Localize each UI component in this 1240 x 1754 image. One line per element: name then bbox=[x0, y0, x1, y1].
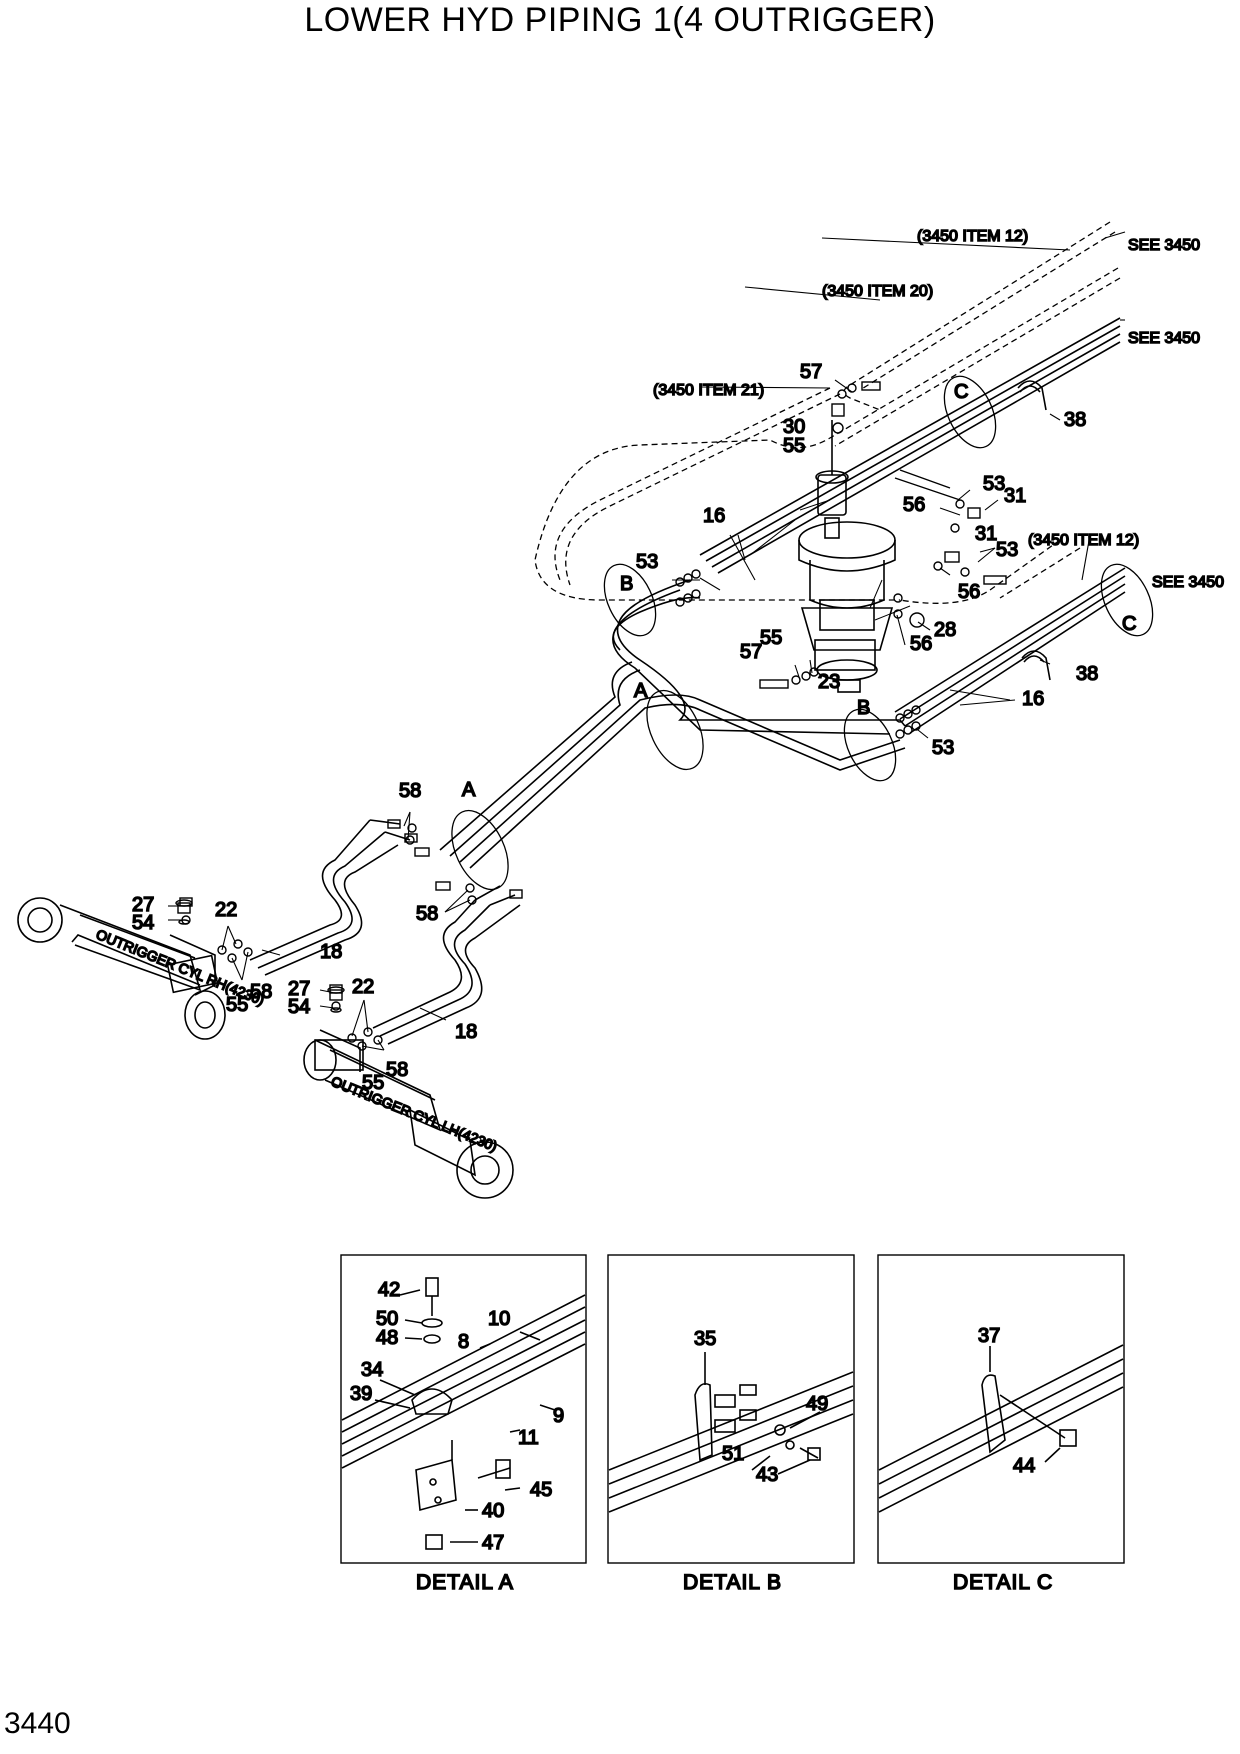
callout-16-b: 16 bbox=[1022, 688, 1044, 710]
callout-58-d: 58 bbox=[386, 1059, 408, 1081]
detail-b-label-35: 35 bbox=[694, 1328, 716, 1350]
detail-a-label-47: 47 bbox=[482, 1532, 504, 1554]
callout-18-b: 18 bbox=[455, 1021, 477, 1043]
callout-56-c: 56 bbox=[910, 633, 932, 655]
detail-c-panel: 37 44 DETAIL C bbox=[877, 1254, 1125, 1595]
marker-a-mid: A bbox=[634, 680, 648, 702]
detail-a-label-8: 8 bbox=[458, 1331, 469, 1353]
callout-53: 53 bbox=[983, 473, 1005, 495]
callout-58: 58 bbox=[399, 780, 421, 802]
detail-a-label-42: 42 bbox=[378, 1279, 400, 1301]
detail-b-caption: DETAIL B bbox=[683, 1571, 782, 1594]
callout-38-b: 38 bbox=[1076, 663, 1098, 685]
callout-22: 22 bbox=[215, 899, 237, 921]
callout-55-d: 55 bbox=[362, 1072, 384, 1094]
detail-b-label-49: 49 bbox=[806, 1393, 828, 1415]
callout-30: 30 bbox=[783, 416, 805, 438]
detail-b-label-43: 43 bbox=[756, 1464, 778, 1486]
detail-b-label-51: 51 bbox=[722, 1443, 744, 1465]
ref-item12-right: (3450 ITEM 12) bbox=[1028, 532, 1139, 549]
page-title: LOWER HYD PIPING 1(4 OUTRIGGER) bbox=[304, 1, 936, 39]
outrigger-cylinder-lh: OUTRIGGER CYL LH(4230) bbox=[303, 1029, 514, 1199]
callout-31: 31 bbox=[1004, 485, 1026, 507]
callout-53-c: 53 bbox=[636, 551, 658, 573]
ref-item12-top: (3450 ITEM 12) bbox=[917, 228, 1028, 245]
callout-55: 55 bbox=[783, 435, 805, 457]
ref-item21: (3450 ITEM 21) bbox=[653, 382, 764, 399]
callout-23: 23 bbox=[818, 671, 840, 693]
callout-56-b: 56 bbox=[958, 581, 980, 603]
callout-16: 16 bbox=[703, 505, 725, 527]
detail-a-label-9: 9 bbox=[553, 1405, 564, 1427]
detail-a-panel: 42 50 48 10 8 34 39 9 11 45 40 47 DETAIL… bbox=[340, 1254, 587, 1595]
callout-58-b: 58 bbox=[416, 903, 438, 925]
detail-b-panel: 35 49 51 43 DETAIL B bbox=[607, 1254, 855, 1595]
callout-55-b: 55 bbox=[760, 627, 782, 649]
callout-22-b: 22 bbox=[352, 976, 374, 998]
detail-a-label-39: 39 bbox=[350, 1383, 372, 1405]
ref-see-1: SEE 3450 bbox=[1128, 237, 1200, 254]
cylinder-caps bbox=[175, 899, 345, 1013]
page-number: 3440 bbox=[4, 1707, 71, 1740]
detail-c-caption: DETAIL C bbox=[953, 1571, 1053, 1594]
marker-b-left: B bbox=[620, 573, 633, 595]
callout-58-c: 58 bbox=[250, 981, 272, 1003]
detail-c-label-44: 44 bbox=[1013, 1455, 1035, 1477]
detail-a-label-34: 34 bbox=[361, 1359, 383, 1381]
callout-28: 28 bbox=[934, 619, 956, 641]
part-callouts: 57 30 55 38 53 31 56 31 53 56 16 53 28 5… bbox=[131, 360, 1099, 1095]
callout-57: 57 bbox=[800, 361, 822, 383]
marker-a-left: A bbox=[462, 779, 476, 801]
dashed-reference-pipes bbox=[534, 221, 1121, 604]
callout-53-b: 53 bbox=[996, 539, 1018, 561]
leader-lines bbox=[168, 231, 1126, 1051]
ref-item20: (3450 ITEM 20) bbox=[822, 283, 933, 300]
detail-a-label-10: 10 bbox=[488, 1308, 510, 1330]
ref-see-3: SEE 3450 bbox=[1152, 574, 1224, 591]
callout-55-c: 55 bbox=[226, 994, 248, 1016]
callout-54: 54 bbox=[132, 912, 154, 934]
callout-54-b: 54 bbox=[288, 996, 310, 1018]
outrigger-pipes bbox=[249, 819, 521, 1045]
detail-a-label-45: 45 bbox=[530, 1479, 552, 1501]
reference-labels: (3450 ITEM 12) SEE 3450 (3450 ITEM 20) S… bbox=[652, 227, 1225, 592]
main-pipe-run bbox=[439, 579, 906, 869]
detail-a-label-50: 50 bbox=[376, 1308, 398, 1330]
swivel-joint bbox=[798, 420, 911, 693]
marker-b-right: B bbox=[857, 697, 870, 719]
callout-57-b: 57 bbox=[740, 641, 762, 663]
callout-38: 38 bbox=[1064, 409, 1086, 431]
marker-c-right: C bbox=[1122, 613, 1136, 635]
pipe-clamps bbox=[1017, 380, 1051, 681]
callout-31-b: 31 bbox=[975, 523, 997, 545]
marker-c-top: C bbox=[954, 381, 968, 403]
pipe-bundle-upper bbox=[699, 317, 1121, 574]
callout-56: 56 bbox=[903, 494, 925, 516]
detail-a-label-11: 11 bbox=[518, 1427, 539, 1449]
callout-27-b: 27 bbox=[288, 978, 310, 1000]
detail-a-label-40: 40 bbox=[482, 1500, 504, 1522]
callout-27: 27 bbox=[132, 894, 154, 916]
pipe-bundle-lower bbox=[894, 567, 1126, 734]
callout-53-d: 53 bbox=[932, 737, 954, 759]
ref-see-2: SEE 3450 bbox=[1128, 330, 1200, 347]
detail-marker-labels: C C B B A A bbox=[461, 380, 1137, 802]
callout-18: 18 bbox=[320, 941, 342, 963]
detail-a-caption: DETAIL A bbox=[416, 1571, 514, 1594]
detail-a-label-48: 48 bbox=[376, 1327, 398, 1349]
detail-c-label-37: 37 bbox=[978, 1325, 1000, 1347]
